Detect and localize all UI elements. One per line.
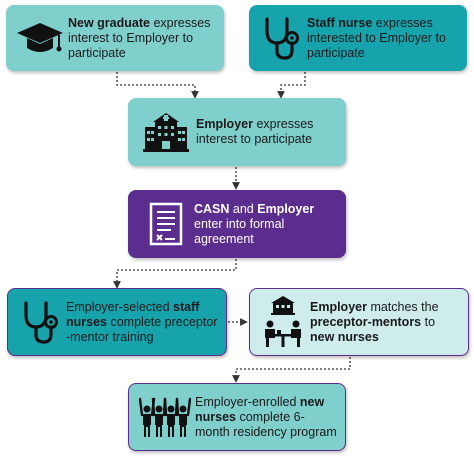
preceptor-training-text: Employer-selected staff nurses complete …: [66, 299, 218, 344]
step-agreement: CASN and Employer enter into formal agre…: [128, 190, 346, 258]
connector-staff-to-employer: [277, 72, 306, 99]
document-icon: [138, 202, 194, 246]
step-preceptor-training: Employer-selected staff nurses complete …: [7, 288, 227, 356]
step-matching: Employer matches the preceptor-mentors t…: [249, 288, 469, 356]
step-employer-interest: Employer expresses interest to participa…: [128, 98, 346, 166]
matching-text: Employer matches the preceptor-mentors t…: [310, 299, 439, 344]
employer-interest-text: Employer expresses interest to participa…: [196, 117, 314, 146]
connector-agreement-to-training: [113, 259, 237, 289]
connector-graduate-to-employer: [116, 72, 199, 99]
stethoscope-icon: [255, 15, 307, 61]
connector-matching-to-residency: [232, 357, 351, 383]
staff-nurse-text: Staff nurse expresses interested to Empl…: [307, 15, 446, 60]
stethoscope-icon: [14, 299, 66, 345]
agreement-text: CASN and Employer enter into formal agre…: [194, 201, 315, 246]
graduation-cap-icon: [12, 19, 68, 57]
step-residency: Employer-enrolled new nurses complete 6-…: [128, 383, 346, 451]
step-new-graduate: New graduate expresses interest to Emplo…: [6, 5, 224, 71]
hospital-building-icon: [136, 111, 196, 153]
new-graduate-text: New graduate expresses interest to Emplo…: [68, 15, 211, 60]
meeting-table-icon: [256, 294, 310, 350]
group-celebration-icon: [135, 395, 195, 439]
residency-text: Employer-enrolled new nurses complete 6-…: [195, 394, 337, 439]
step-staff-nurse: Staff nurse expresses interested to Empl…: [249, 5, 467, 71]
